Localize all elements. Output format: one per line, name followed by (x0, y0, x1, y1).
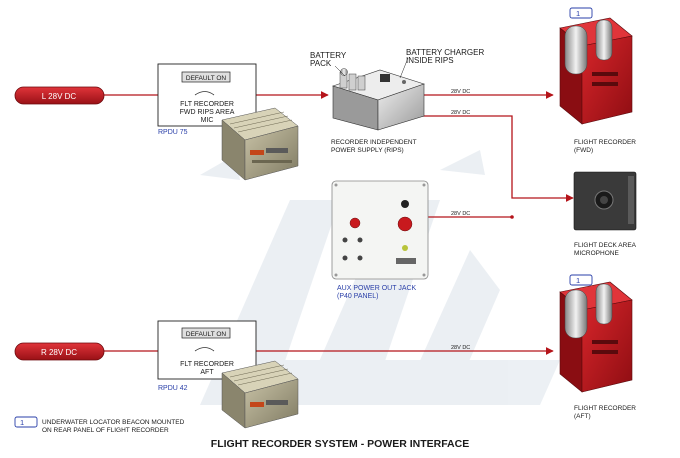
fwd-breaker-switch-symbol (194, 91, 215, 96)
diagram-title: FLIGHT RECORDER SYSTEM - POWER INTERFACE (211, 438, 469, 450)
battery-pack-label-1: BATTERY (310, 51, 347, 60)
fwd-circuit-breaker: DEFAULT ON FLT RECORDER FWD RIPS AREA MI… (157, 63, 257, 136)
fwd-beacon-marker: 1 (569, 7, 593, 19)
mic-label-2: MICROPHONE (574, 250, 619, 257)
aft-circuit-breaker: DEFAULT ON FLT RECORDER AFT RPDU 42 (157, 320, 257, 392)
fwd-breaker-line2: FWD RIPS AREA (180, 109, 235, 116)
rpdu-75-unit (221, 107, 299, 181)
battery-pack-label-2: PACK (310, 59, 332, 68)
legend-line-2: ON REAR PANEL OF FLIGHT RECORDER (42, 427, 169, 434)
fwd-rpdu-label: RPDU 75 (158, 129, 188, 136)
rpdu-42-unit (221, 360, 299, 429)
mic-label-1: FLIGHT DECK AREA (574, 242, 637, 249)
aux-power-panel (331, 180, 429, 280)
charger-leader (399, 57, 409, 79)
r-28v-dc-bus: R 28V DC (14, 342, 105, 361)
rips-label-2: POWER SUPPLY (RIPS) (331, 147, 404, 154)
fwd-beacon-marker-text: 1 (576, 9, 580, 18)
charger-label-2: INSIDE RIPS (406, 56, 454, 65)
aft-flight-recorder (559, 281, 633, 393)
fwd-breaker-line1: FLT RECORDER (180, 101, 234, 108)
fwd-breaker-default: DEFAULT ON (186, 75, 227, 82)
battery-pack-cells (339, 68, 366, 91)
aux-panel-label-2: (P40 PANEL) (337, 293, 379, 300)
l-bus-label: L 28V DC (42, 92, 77, 101)
wire-label-rips-fwd: 28V DC (451, 89, 470, 95)
aft-breaker-line1: FLT RECORDER (180, 361, 234, 368)
r-bus-label: R 28V DC (41, 348, 77, 357)
fwd-flight-recorder (559, 17, 633, 125)
fwd-recorder-label-1: FLIGHT RECORDER (574, 139, 636, 146)
aft-beacon-marker: 1 (569, 274, 593, 286)
rips-unit (332, 68, 425, 131)
aft-recorder-label-1: FLIGHT RECORDER (574, 405, 636, 412)
aux-panel-label-1: AUX POWER OUT JACK (337, 285, 417, 292)
wire-junction-dot (510, 215, 514, 219)
rips-label-1: RECORDER INDEPENDENT (331, 139, 417, 146)
aft-breaker-default: DEFAULT ON (186, 331, 227, 338)
wire-rips-to-microphone (420, 115, 574, 202)
fwd-breaker-line3: MIC (201, 117, 214, 124)
battery-pack-leader (334, 65, 346, 77)
fwd-recorder-label-2: (FWD) (574, 147, 593, 154)
wire-label-rips-mic: 28V DC (451, 110, 470, 116)
aft-beacon-marker-text: 1 (576, 276, 580, 285)
charger-label-1: BATTERY CHARGER (406, 48, 484, 57)
aft-recorder-label-2: (AFT) (574, 413, 591, 420)
wire-label-aft: 28V DC (451, 345, 470, 351)
legend-marker-text: 1 (20, 418, 24, 427)
aft-breaker-line2: AFT (200, 369, 214, 376)
aft-rpdu-label: RPDU 42 (158, 385, 188, 392)
l-28v-dc-bus: L 28V DC (14, 86, 105, 105)
legend: 1 UNDERWATER LOCATOR BEACON MOUNTED ON R… (14, 416, 185, 434)
aft-breaker-switch-symbol (194, 347, 215, 352)
flight-deck-microphone (573, 171, 637, 231)
legend-line-1: UNDERWATER LOCATOR BEACON MOUNTED (42, 419, 185, 426)
wire-label-aux-mic: 28V DC (451, 211, 470, 217)
